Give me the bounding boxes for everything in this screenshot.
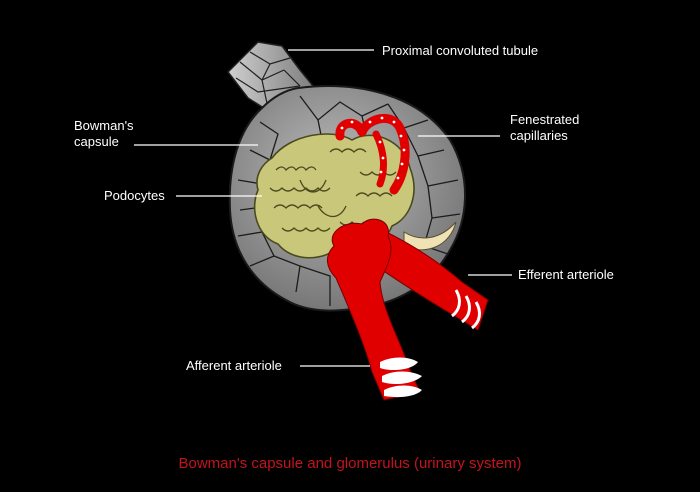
label-bowmans-capsule: Bowman's capsule bbox=[74, 118, 134, 149]
afferent-arteriole-shape bbox=[327, 218, 422, 401]
label-efferent-arteriole: Efferent arteriole bbox=[518, 267, 614, 282]
leader-lines bbox=[134, 49, 512, 367]
label-podocytes: Podocytes bbox=[104, 188, 165, 203]
label-proximal-tubule: Proximal convoluted tubule bbox=[382, 43, 539, 58]
label-fenestrated-capillaries: Fenestrated capillaries bbox=[510, 112, 580, 143]
fenestrated-capillaries-shape bbox=[335, 114, 410, 195]
label-afferent-arteriole: Afferent arteriole bbox=[186, 358, 282, 373]
diagram-caption: Bowman's capsule and glomerulus (urinary… bbox=[178, 455, 522, 472]
